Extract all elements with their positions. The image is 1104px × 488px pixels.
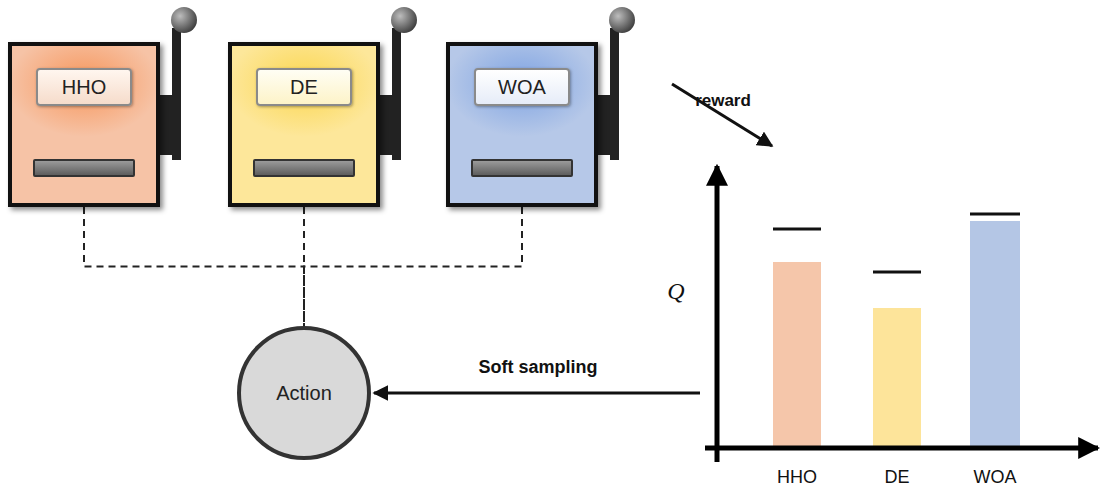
slot-machine: HHO xyxy=(8,42,160,207)
lever xyxy=(596,7,635,160)
axis-label: Q xyxy=(667,278,684,305)
soft-sampling-arrow xyxy=(374,392,700,395)
coin-slot xyxy=(471,159,573,177)
lever xyxy=(158,7,197,160)
coin-slot xyxy=(253,159,355,177)
lever xyxy=(378,7,417,160)
x-axis xyxy=(705,446,1098,451)
machine-label: HHO xyxy=(36,68,132,106)
tick-label: WOA xyxy=(974,467,1017,488)
dashed-connector xyxy=(304,207,522,326)
bar-target xyxy=(873,271,921,274)
tick-label: DE xyxy=(884,467,909,488)
y-axis xyxy=(715,166,720,462)
reward-arrow xyxy=(672,84,772,146)
dashed-connector xyxy=(84,207,304,326)
machine-label: WOA xyxy=(474,68,570,106)
tick-label: HHO xyxy=(777,467,817,488)
slot-machine: DE xyxy=(228,42,380,207)
bar-target xyxy=(970,213,1020,216)
slot-machine: WOA xyxy=(446,42,598,207)
action-circle: Action xyxy=(237,326,371,460)
coin-slot xyxy=(33,159,135,177)
node-label: Action xyxy=(276,382,332,405)
arrow-label: Soft sampling xyxy=(478,357,597,378)
bar xyxy=(773,262,821,448)
bar xyxy=(970,221,1020,448)
bar xyxy=(873,308,921,448)
bar-target xyxy=(773,228,821,231)
arrow-label: reward xyxy=(695,91,751,111)
machine-label: DE xyxy=(256,68,352,106)
